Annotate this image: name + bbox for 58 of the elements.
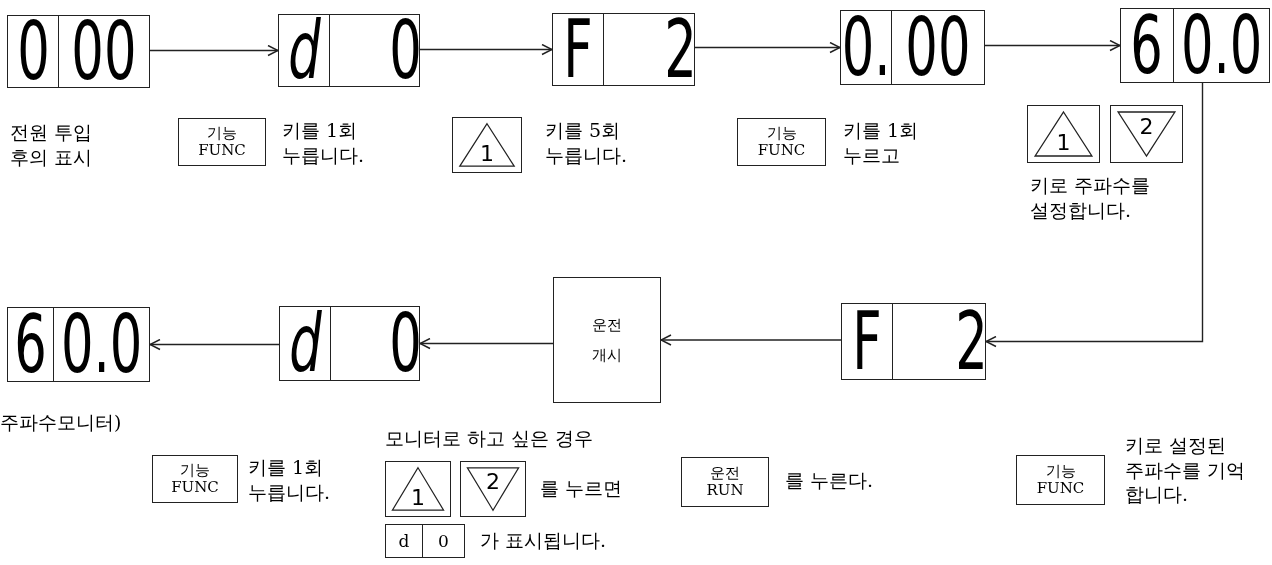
segment-display	[552, 13, 695, 86]
key-button: 기능 FUNC	[1016, 455, 1105, 505]
up-key-button: 1	[1027, 105, 1100, 163]
display-digits: d	[288, 303, 322, 384]
segment-display	[7, 307, 150, 382]
display-digits: 00	[71, 11, 137, 92]
key-button: 운전 RUN	[681, 457, 769, 507]
segment-display	[278, 14, 420, 87]
display-digits: F	[563, 9, 593, 90]
node-label: 주파수모니터)	[0, 410, 123, 435]
down-key-button: 2	[460, 461, 526, 517]
node-label: 키를 1회 누릅니다.	[282, 118, 366, 168]
arrow	[419, 337, 554, 350]
display-digits: 00	[905, 7, 971, 88]
key-button: 기능 FUNC	[178, 118, 266, 166]
display-digits: 0	[389, 303, 422, 384]
segment-display	[840, 10, 985, 85]
node-label: 키를 1회 누릅니다.	[248, 455, 332, 505]
node-label: 가 표시됩니다.	[480, 528, 608, 553]
up-key-button: 1	[452, 117, 522, 173]
arrow	[694, 41, 841, 54]
display-digits: 2	[664, 9, 697, 90]
note: 키로 주파수를 설정합니다.	[1030, 173, 1152, 223]
up-key-button: 1	[385, 461, 451, 517]
display-digits: F	[852, 301, 882, 382]
process-box: 운전 개시	[553, 277, 661, 403]
arrow	[984, 39, 1121, 52]
node-label: 키를 1회 누르고	[843, 118, 920, 168]
display-digits: d	[287, 10, 321, 91]
display-digits: 2	[955, 301, 988, 382]
small-display	[385, 524, 465, 558]
display-digits: 0.0	[60, 304, 143, 385]
arrow	[149, 44, 279, 57]
note: 모니터로 하고 싶은 경우	[385, 426, 595, 451]
display-digits: 0.0	[1180, 5, 1263, 86]
display-digits: d	[398, 531, 410, 551]
arrow	[660, 334, 842, 346]
display-digits: 6	[14, 304, 47, 385]
segment-display	[279, 306, 420, 381]
node-label: 전원 투입 후의 표시	[10, 120, 94, 170]
arrow	[985, 82, 1204, 348]
segment-display	[841, 303, 986, 380]
node-label: 키로 설정된 주파수를 기억합니다.	[1125, 433, 1247, 508]
display-digits: 0.	[841, 7, 891, 88]
segment-display	[1120, 8, 1270, 83]
segment-display	[7, 15, 150, 88]
key-button: 기능 FUNC	[152, 455, 238, 503]
arrow	[149, 338, 280, 351]
display-digits: 0	[16, 11, 50, 92]
display-digits: 0	[438, 531, 449, 551]
display-digits: 0	[389, 10, 422, 91]
display-digits: 6	[1130, 5, 1164, 86]
down-key-button: 2	[1110, 105, 1183, 163]
node-label: 키를 5회 누릅니다.	[545, 118, 629, 168]
key-button: 기능 FUNC	[737, 118, 826, 166]
node-label: 를 누른다.	[785, 468, 875, 493]
arrow	[419, 43, 553, 56]
node-label: 를 누르면	[540, 476, 624, 501]
